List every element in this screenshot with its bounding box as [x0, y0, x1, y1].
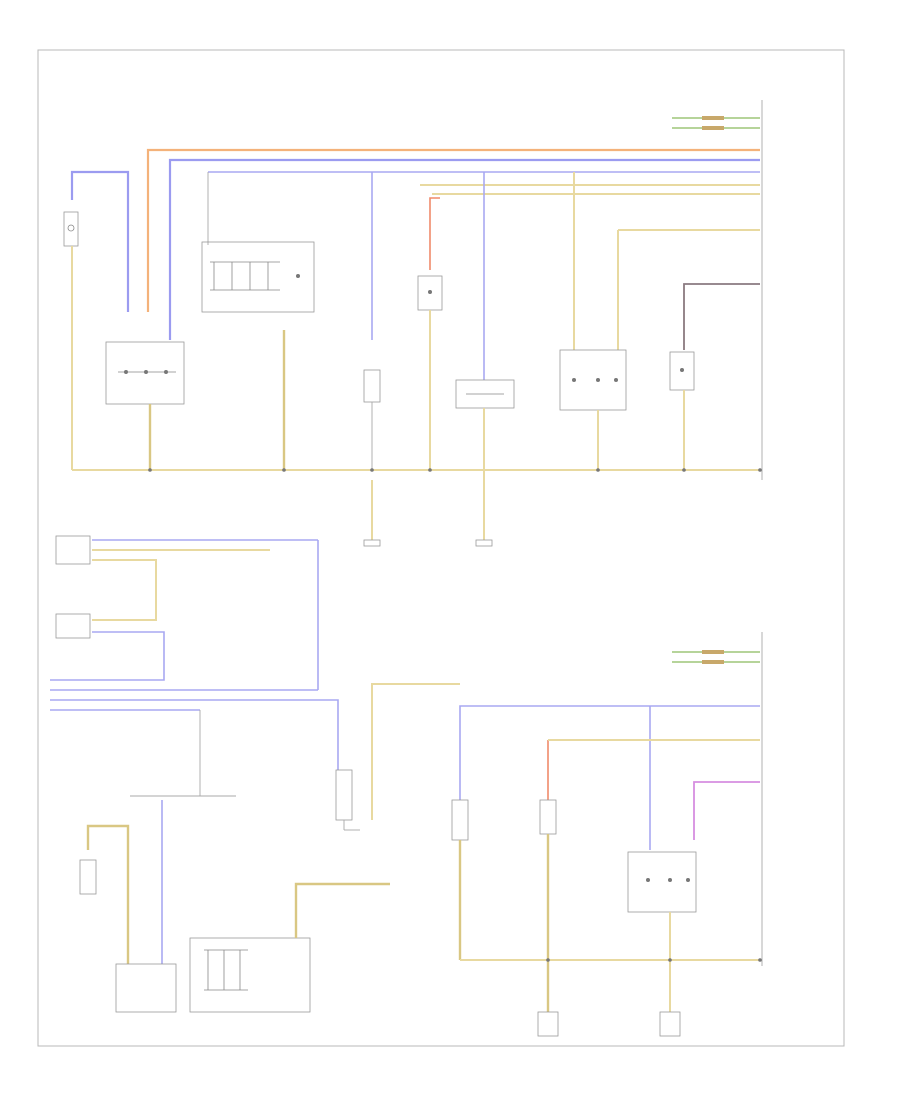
light-switch-module [105, 341, 185, 470]
center-bottom-switch [335, 683, 460, 831]
bottom-left-components [79, 800, 390, 1013]
top-right-wire-stubs [672, 116, 760, 130]
red-wire-relay [417, 197, 443, 470]
brown-wire-module [669, 283, 760, 470]
blue-feed-wire-2 [168, 158, 760, 340]
diagram-frame [37, 49, 845, 1047]
left-lamp-switch [63, 211, 79, 470]
center-switch-2 [455, 172, 515, 540]
orange-feed-wire [146, 148, 760, 312]
center-switch-1 [363, 172, 381, 540]
bottom-right-switches [451, 799, 697, 1012]
blue-feed-wire-1 [70, 170, 130, 312]
left-middle-switches [50, 535, 319, 690]
dimmer-module [201, 172, 315, 470]
blue-lower-feed [459, 705, 760, 800]
right-relay-pair [559, 172, 627, 470]
